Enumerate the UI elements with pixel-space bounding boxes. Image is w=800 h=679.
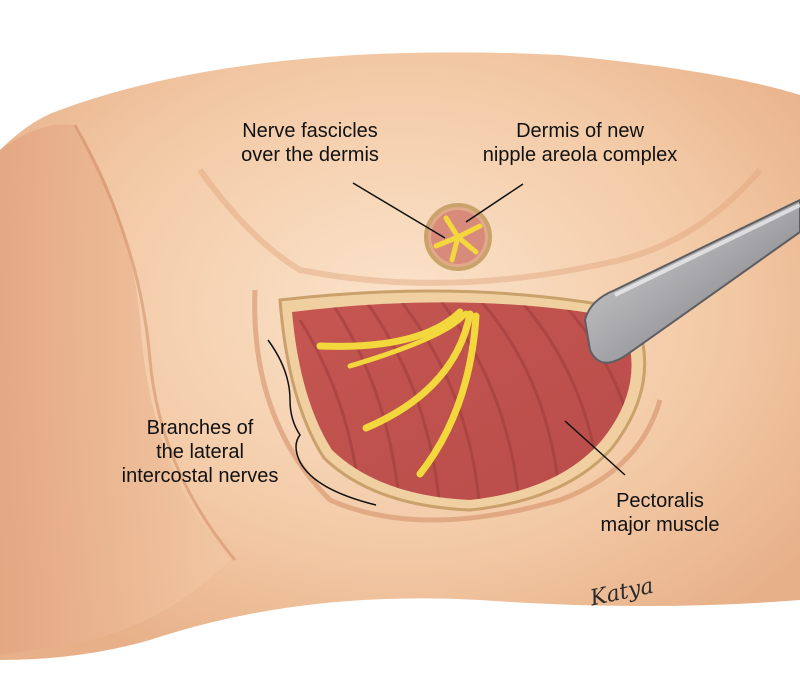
label-lateral-branches: Branches of the lateral intercostal nerv… [105,416,295,488]
nipple-areola-complex [424,203,492,271]
label-dermis-nac-line1: Dermis of new [516,120,644,142]
label-nerve-fascicles: Nerve fascicles over the dermis [222,119,398,167]
label-lateral-branches-line2: the lateral [156,441,244,463]
brace-lateral-branches [267,339,377,506]
label-pectoralis-line2: major muscle [600,514,720,536]
axilla-fold [73,124,237,561]
leader-dermis-nac [465,183,524,223]
label-dermis-nac-line2: nipple areola complex [482,144,678,166]
label-lateral-branches-line3: intercostal nerves [121,465,279,487]
label-pectoralis: Pectoralis major muscle [575,489,745,537]
label-dermis-nac: Dermis of new nipple areola complex [455,119,705,167]
label-pectoralis-line1: Pectoralis [616,490,704,512]
label-nerve-fascicles-line1: Nerve fascicles [242,120,378,142]
arm [0,124,230,656]
leader-lines [267,182,626,506]
nerve-branches [316,308,480,478]
chest-contour [197,168,763,286]
leader-nerve-fascicles [352,182,446,239]
label-lateral-branches-line1: Branches of [146,417,254,439]
label-nerve-fascicles-line2: over the dermis [241,144,379,166]
leader-pectoralis [564,420,626,476]
retractor-instrument [583,198,800,364]
